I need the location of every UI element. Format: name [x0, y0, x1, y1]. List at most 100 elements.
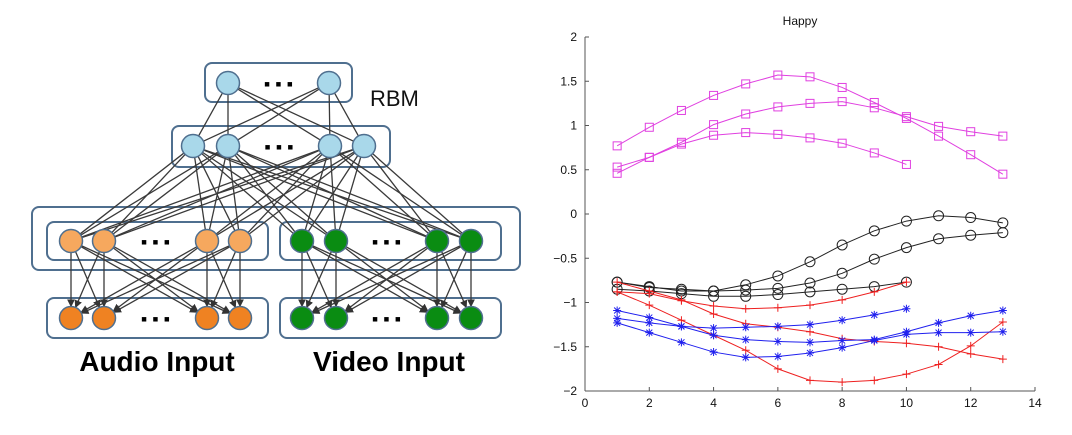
connection-edge: [328, 94, 331, 135]
series-line: [616, 74, 1004, 175]
data-point: [612, 141, 622, 151]
data-point: [837, 138, 847, 148]
data-point: [934, 342, 943, 351]
data-point: [966, 150, 976, 160]
connection-edge: [304, 156, 328, 231]
connection-edge: [198, 92, 223, 137]
series-line: [616, 132, 907, 174]
ellipsis-dots: ▪ ▪ ▪: [264, 74, 293, 94]
data-point: [870, 376, 879, 385]
data-point: [870, 287, 879, 296]
data-point: [773, 303, 782, 312]
video-input-box: [279, 297, 502, 339]
data-point: [772, 282, 784, 294]
connection-edge: [201, 153, 294, 234]
y-tick-label: 2: [570, 30, 577, 44]
data-point: [838, 295, 847, 304]
connection-edge: [311, 246, 428, 313]
series-line: [616, 101, 1003, 168]
connection-edge: [203, 87, 319, 142]
data-point: [997, 217, 1009, 229]
data-point: [838, 378, 847, 387]
x-tick-label: 14: [1028, 396, 1042, 410]
data-point: [870, 310, 879, 319]
data-point: [709, 302, 718, 311]
audio-input-box: [46, 297, 269, 339]
data-point: [645, 318, 654, 327]
data-point: [613, 287, 622, 296]
data-point: [773, 70, 783, 80]
data-point: [773, 322, 782, 331]
connection-edge: [216, 151, 355, 236]
neuron-node: [317, 133, 343, 159]
data-point: [998, 317, 1007, 326]
data-point: [740, 290, 752, 302]
data-point: [773, 352, 782, 361]
y-tick-label: −0.5: [553, 251, 577, 265]
data-point: [998, 355, 1007, 364]
data-point: [741, 323, 750, 332]
data-point: [805, 72, 815, 82]
series-blue-3: [613, 318, 1007, 362]
series-red-2: [613, 278, 1007, 364]
neuron-node: [215, 70, 241, 96]
y-tick-label: 0: [570, 207, 577, 221]
neuron-node: [215, 133, 241, 159]
data-point: [837, 97, 847, 107]
data-point: [772, 289, 784, 301]
data-point: [804, 256, 816, 268]
data-point: [806, 338, 814, 347]
series-line: [617, 232, 1003, 292]
data-point: [612, 168, 622, 178]
data-point: [773, 102, 783, 112]
data-point: [804, 286, 816, 298]
data-point: [804, 277, 816, 289]
y-tick-label: 1: [570, 119, 577, 133]
series-red-3: [613, 287, 1007, 387]
data-point: [869, 97, 879, 107]
data-point: [709, 130, 719, 140]
x-tick-label: 6: [775, 396, 782, 410]
neuron-node: [351, 133, 377, 159]
audio-input-label: Audio Input: [79, 346, 235, 377]
connection-edge: [370, 154, 431, 233]
chart-title: Happy: [783, 14, 818, 28]
data-point: [773, 337, 782, 346]
data-point: [998, 306, 1007, 315]
data-point: [676, 105, 686, 115]
data-point: [965, 212, 977, 224]
data-point: [806, 348, 814, 357]
data-point: [644, 122, 654, 132]
data-point: [773, 129, 783, 139]
rbm-label: RBM: [370, 86, 419, 111]
neuron-node: [91, 228, 117, 254]
connection-edge: [345, 246, 462, 313]
data-point: [901, 159, 911, 169]
data-point: [901, 112, 911, 122]
data-point: [966, 349, 975, 358]
data-point: [902, 330, 911, 339]
data-point: [709, 331, 718, 340]
ellipsis-dots: ▪ ▪ ▪: [141, 309, 170, 329]
data-point: [934, 121, 944, 131]
connection-edge: [79, 152, 185, 235]
data-point: [611, 276, 623, 288]
data-point: [709, 310, 718, 319]
connection-edge: [234, 154, 296, 233]
y-tick-label: −2: [563, 384, 577, 398]
data-point: [933, 233, 945, 245]
neuron-node: [227, 305, 253, 331]
data-point: [708, 290, 720, 302]
data-point: [838, 316, 847, 325]
neuron-node: [91, 305, 117, 331]
data-point: [645, 286, 654, 295]
data-point: [868, 253, 880, 265]
data-point: [806, 301, 814, 310]
data-point: [806, 376, 814, 385]
data-point: [741, 304, 750, 313]
data-point: [741, 109, 751, 119]
video-input-label: Video Input: [313, 346, 465, 377]
neuron-node: [194, 228, 220, 254]
ellipsis-dots: ▪ ▪ ▪: [372, 309, 401, 329]
